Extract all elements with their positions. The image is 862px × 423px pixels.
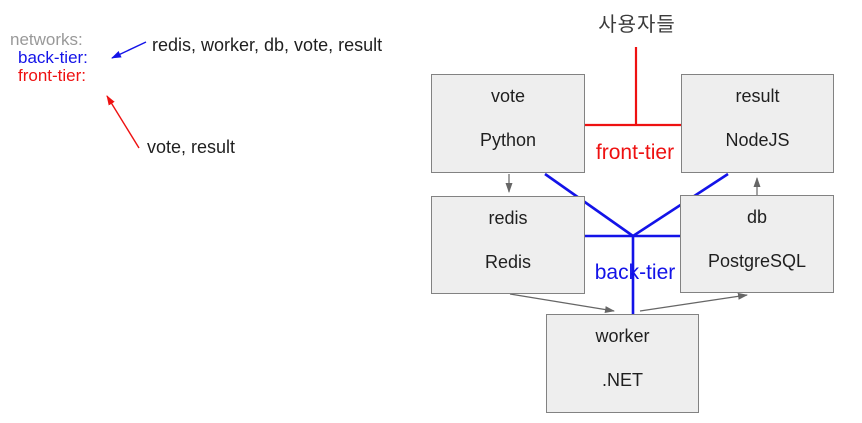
node-vote-name: vote: [490, 86, 526, 106]
legend-back-tier-arrow: [111, 41, 147, 59]
back-tier-vote-link: [544, 172, 634, 238]
front-tier-members-label: vote, result: [147, 137, 236, 157]
arrow-redis-to-worker: [509, 293, 615, 314]
back-tier-members-label: redis, worker, db, vote, result: [152, 35, 383, 55]
node-result-name: result: [735, 86, 780, 106]
legend-front-tier-arrow: [106, 95, 140, 149]
node-vote-tech: Python: [479, 130, 537, 150]
node-result: result NodeJS: [681, 74, 834, 173]
node-vote: vote Python: [431, 74, 585, 173]
node-redis: redis Redis: [431, 196, 585, 294]
legend-front-tier-label: front-tier:: [18, 66, 87, 85]
users-label: 사용자들: [598, 14, 676, 36]
node-worker-tech: .NET: [601, 370, 643, 390]
node-db: db PostgreSQL: [680, 195, 834, 293]
node-db-name: db: [746, 207, 768, 227]
node-result-tech: NodeJS: [725, 130, 790, 150]
networks-label: networks:: [10, 30, 83, 49]
node-redis-tech: Redis: [484, 252, 532, 272]
arrow-worker-to-db: [639, 292, 748, 312]
back-tier-network-label: back-tier: [594, 261, 676, 284]
front-tier-network-label: front-tier: [595, 141, 675, 164]
legend-back-tier-label: back-tier:: [18, 48, 88, 67]
node-worker-name: worker: [595, 326, 650, 346]
node-redis-name: redis: [488, 208, 528, 228]
node-db-tech: PostgreSQL: [707, 251, 807, 271]
node-worker: worker .NET: [546, 314, 699, 413]
